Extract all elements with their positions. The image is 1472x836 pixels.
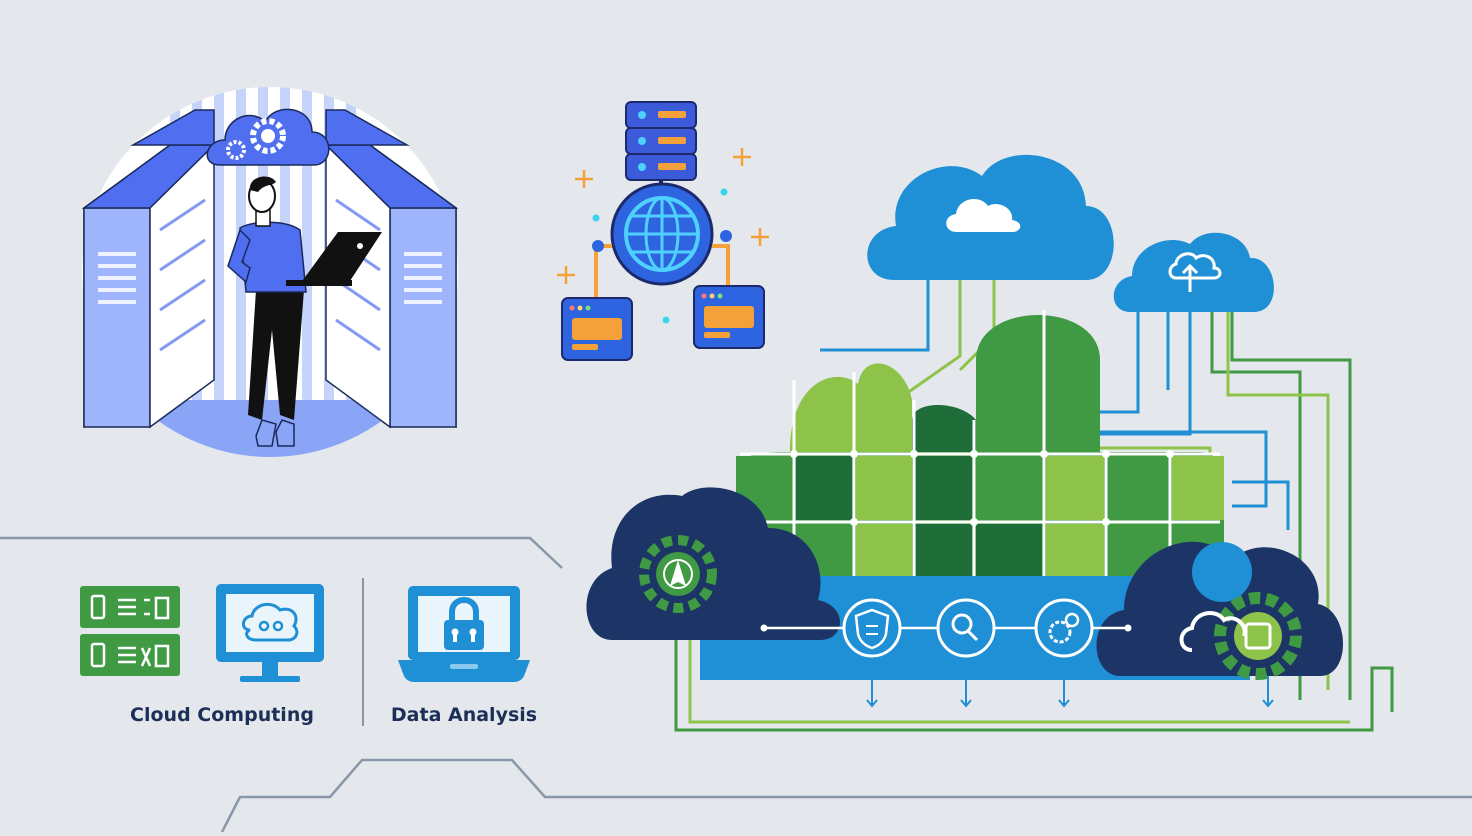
navy-cloud-right — [1096, 541, 1344, 676]
data-analysis-label: Data Analysis — [391, 704, 537, 726]
service-nodes — [760, 598, 1132, 658]
cloud-computing-label: Cloud Computing — [130, 704, 314, 726]
gear-icon — [639, 535, 717, 613]
browser-window-icon — [561, 297, 633, 361]
globe-icon — [610, 182, 714, 286]
down-arrows — [866, 676, 1274, 708]
sparkle-dots — [592, 188, 728, 324]
green-cloud-grid — [736, 310, 1224, 580]
server-rack-icon — [80, 586, 180, 676]
navy-cloud-left — [586, 487, 840, 640]
sparkle-icon — [557, 148, 769, 284]
gear-icon — [1179, 592, 1302, 680]
laptop-lock-icon — [398, 586, 530, 682]
shield-icon — [842, 598, 902, 658]
gear-icon — [1034, 598, 1094, 658]
browser-window-icon — [693, 285, 765, 349]
monitor-cloud-icon — [216, 584, 324, 682]
server-stack-icon — [625, 101, 697, 190]
person-with-laptop — [227, 176, 382, 447]
upload-cloud-icon — [1113, 232, 1274, 312]
magnifier-icon — [936, 598, 996, 658]
cloud-gear-icon — [206, 108, 330, 166]
circuit-lines — [0, 536, 1472, 833]
